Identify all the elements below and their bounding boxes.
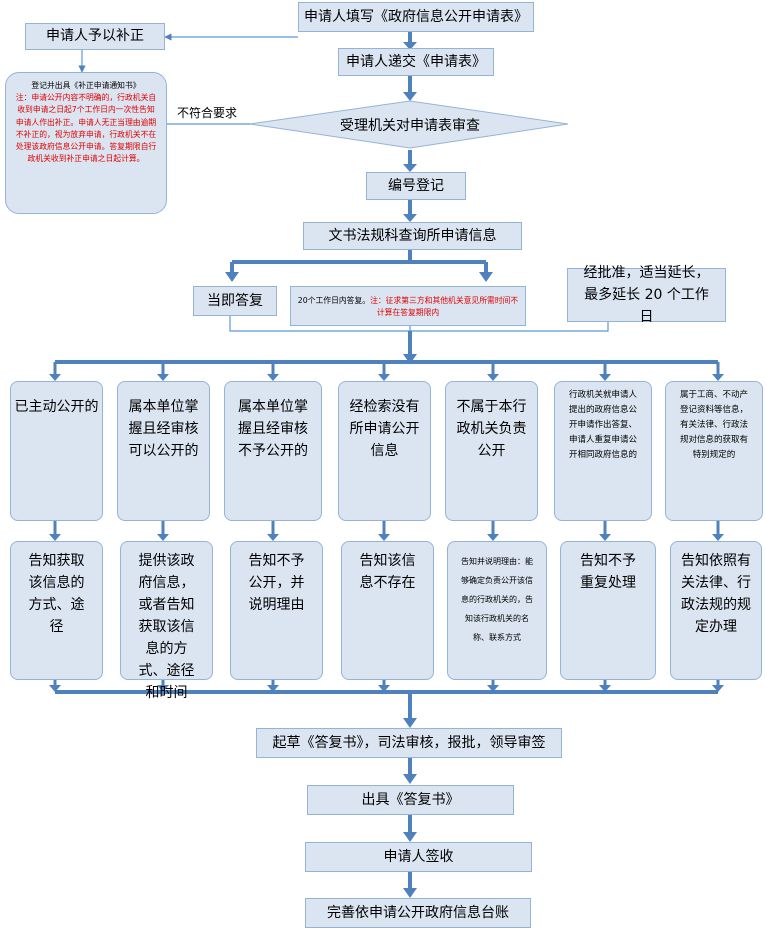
column-arrow-head <box>599 374 611 381</box>
action-repeat-label: 告知不予重复处理 <box>580 553 636 591</box>
case-other-agency: 不属于本行政机关负责公开 <box>445 381 538 521</box>
action-repeat: 告知不予重复处理 <box>560 541 656 680</box>
step-ledger-label: 完善依申请公开政府信息台账 <box>327 904 509 921</box>
line-right-merge <box>410 322 609 332</box>
action-other-agency-label: 告知并说明理由：能够确定负责公开该信息的行政机关的，告知该行政机关的名称、联系方… <box>461 557 533 642</box>
column-arrow-head <box>157 374 169 381</box>
case-disclosed-label: 已主动公开的 <box>14 399 99 415</box>
case-denied-label: 属本单位掌握且经审核不予公开的 <box>238 399 308 459</box>
action-other-agency: 告知并说明理由：能够确定负责公开该信息的行政机关的，告知该行政机关的名称、联系方… <box>447 541 547 680</box>
reply-20-days-text: 20个工作日内答复。 <box>297 296 371 305</box>
column-arrow-head <box>157 534 169 541</box>
reply-immediate-label: 当即答复 <box>207 292 263 309</box>
step-register: 编号登记 <box>366 172 466 200</box>
action-special-law-label: 告知依照有关法律、行政法规的规定办理 <box>681 553 751 635</box>
action-special-law: 告知依照有关法律、行政法规的规定办理 <box>670 541 762 680</box>
step-issue: 出具《答复书》 <box>307 785 514 815</box>
action-denied-label: 告知不予公开，并说明理由 <box>248 553 305 613</box>
column-arrow-head <box>49 685 61 692</box>
step-submit-label: 申请人递交《申请表》 <box>346 53 486 70</box>
reply-immediate: 当即答复 <box>193 286 277 316</box>
step-draft-label: 起草《答复书》，司法审核，报批，领导审签 <box>272 734 546 751</box>
column-arrow-head <box>378 374 390 381</box>
step-sign-label: 申请人签收 <box>383 848 454 865</box>
step-draft: 起草《答复书》，司法审核，报批，领导审签 <box>256 728 562 758</box>
column-arrow-head <box>487 685 499 692</box>
supplement-label: 申请人予以补正 <box>46 28 144 45</box>
step-sign: 申请人签收 <box>305 842 532 872</box>
case-repeat: 行政机关就申请人提出的政府信息公开申请作出答复、申请人重复申请公开相同政府信息的 <box>554 381 652 521</box>
supplement-notice: 登记并出具《补正申请通知书》 注：申请公开内容不明确的，行政机关自收到申请之日起… <box>5 72 167 214</box>
case-denied: 属本单位掌握且经审核不予公开的 <box>224 381 322 521</box>
column-arrow-head <box>712 374 724 381</box>
action-disclosed-label: 告知获取该信息的方式、途径 <box>28 553 85 635</box>
supplement-box: 申请人予以补正 <box>25 23 165 50</box>
action-not-found: 告知该信息不存在 <box>341 541 434 680</box>
noncompliant-label: 不符合要求 <box>175 104 240 121</box>
extension-label: 经批准，适当延长，最多延长 20 个工作日 <box>583 265 710 325</box>
action-denied: 告知不予公开，并说明理由 <box>230 541 323 680</box>
column-arrow-head <box>487 534 499 541</box>
column-arrow-head <box>378 534 390 541</box>
column-arrows <box>49 362 724 692</box>
step-fill-form: 申请人填写《政府信息公开申请表》 <box>298 2 534 32</box>
step-query-label: 文书法规科查询所申请信息 <box>328 227 497 244</box>
step-fill-form-label: 申请人填写《政府信息公开申请表》 <box>304 8 528 25</box>
decision-label: 受理机关对申请表审查 <box>340 118 480 134</box>
case-disclosed: 已主动公开的 <box>10 381 103 521</box>
column-arrow-head <box>267 534 279 541</box>
step-submit: 申请人递交《申请表》 <box>338 48 494 76</box>
step-ledger: 完善依申请公开政府信息台账 <box>305 898 531 928</box>
notice-body: 注：申请公开内容不明确的，行政机关自收到申请之日起7个工作日内一次性告知申请人作… <box>15 93 157 164</box>
arrow-heads <box>225 42 493 898</box>
case-approved: 属本单位掌握且经审核可以公开的 <box>117 381 210 521</box>
column-arrow-head <box>157 685 169 692</box>
column-arrow-head <box>599 685 611 692</box>
case-not-found: 经检索没有所申请公开信息 <box>338 381 431 521</box>
action-approved-label: 提供该政府信息，或者告知获取该信息的方式、途径和时间 <box>138 553 195 701</box>
action-not-found-label: 告知该信息不存在 <box>359 553 416 591</box>
action-approved: 提供该政府信息，或者告知获取该信息的方式、途径和时间 <box>120 541 213 701</box>
column-arrow-head <box>267 685 279 692</box>
column-arrow-head <box>487 374 499 381</box>
case-special-law-label: 属于工商、不动产登记资料等信息，有关法律、行政法规对信息的获取有特别规定的 <box>679 390 748 460</box>
case-not-found-label: 经检索没有所申请公开信息 <box>349 399 420 459</box>
reply-20-days: 20个工作日内答复。注：征求第三方和其他机关意见所需时间不计算在答复期限内 <box>290 286 526 326</box>
column-arrow-head <box>712 685 724 692</box>
step-register-label: 编号登记 <box>388 177 444 194</box>
case-special-law: 属于工商、不动产登记资料等信息，有关法律、行政法规对信息的获取有特别规定的 <box>665 381 763 521</box>
step-query: 文书法规科查询所申请信息 <box>303 222 522 250</box>
column-arrow-head <box>378 685 390 692</box>
notice-title: 登记并出具《补正申请通知书》 <box>31 81 141 90</box>
extension-box: 经批准，适当延长，最多延长 20 个工作日 <box>567 265 726 325</box>
action-disclosed: 告知获取该信息的方式、途径 <box>10 541 103 680</box>
case-repeat-label: 行政机关就申请人提出的政府信息公开申请作出答复、申请人重复申请公开相同政府信息的 <box>568 390 637 460</box>
case-other-agency-label: 不属于本行政机关负责公开 <box>456 399 527 459</box>
column-arrow-head <box>712 534 724 541</box>
decision-diamond <box>249 100 569 149</box>
reply-20-days-note: 注：征求第三方和其他机关意见所需时间不计算在答复期限内 <box>370 296 519 317</box>
column-arrow-head <box>599 534 611 541</box>
step-issue-label: 出具《答复书》 <box>361 791 460 808</box>
column-arrow-head <box>49 374 61 381</box>
column-arrow-head <box>49 534 61 541</box>
column-arrow-head <box>267 374 279 381</box>
case-approved-label: 属本单位掌握且经审核可以公开的 <box>128 399 199 459</box>
